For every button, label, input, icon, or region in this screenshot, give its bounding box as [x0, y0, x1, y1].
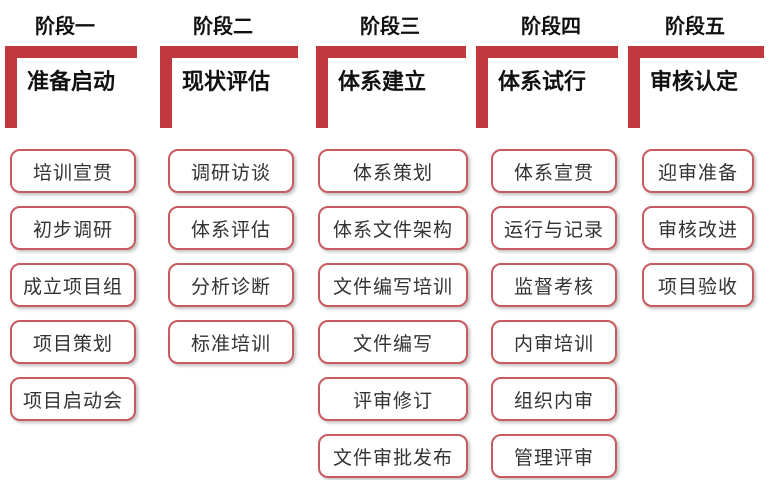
- phase-bracket: [316, 46, 466, 128]
- step-box: 文件编写: [318, 320, 468, 364]
- step-box: 文件编写培训: [318, 263, 468, 307]
- step-box: 组织内审: [491, 377, 617, 421]
- step-box: 体系宣贯: [491, 149, 617, 193]
- step-box: 体系文件架构: [318, 206, 468, 250]
- phase-label: 阶段二: [193, 14, 253, 38]
- phase-title: 准备启动: [27, 70, 116, 95]
- step-box: 运行与记录: [491, 206, 617, 250]
- step-box: 项目验收: [642, 263, 754, 307]
- phase-title: 体系试行: [498, 70, 587, 95]
- step-box: 标准培训: [168, 320, 294, 364]
- step-box: 体系评估: [168, 206, 294, 250]
- step-box: 文件审批发布: [318, 434, 468, 478]
- phase-label: 阶段五: [665, 14, 725, 38]
- step-box: 评审修订: [318, 377, 468, 421]
- phase-bracket: [160, 46, 298, 128]
- step-box: 管理评审: [491, 434, 617, 478]
- step-box: 分析诊断: [168, 263, 294, 307]
- step-box: 调研访谈: [168, 149, 294, 193]
- phase-title: 审核认定: [650, 70, 739, 95]
- step-box: 项目启动会: [10, 377, 136, 421]
- phase-title: 现状评估: [182, 70, 271, 95]
- phase-bracket: [628, 46, 764, 128]
- step-box: 初步调研: [10, 206, 136, 250]
- phase-label: 阶段一: [35, 14, 95, 38]
- step-box: 培训宣贯: [10, 149, 136, 193]
- phase-title: 体系建立: [338, 70, 427, 95]
- phase-bracket: [476, 46, 618, 128]
- phase-label: 阶段四: [521, 14, 581, 38]
- step-box: 迎审准备: [642, 149, 754, 193]
- step-box: 审核改进: [642, 206, 754, 250]
- step-box: 内审培训: [491, 320, 617, 364]
- step-box: 监督考核: [491, 263, 617, 307]
- step-box: 体系策划: [318, 149, 468, 193]
- step-box: 成立项目组: [10, 263, 136, 307]
- phase-label: 阶段三: [360, 14, 420, 38]
- step-box: 项目策划: [10, 320, 136, 364]
- phase-bracket: [5, 46, 137, 128]
